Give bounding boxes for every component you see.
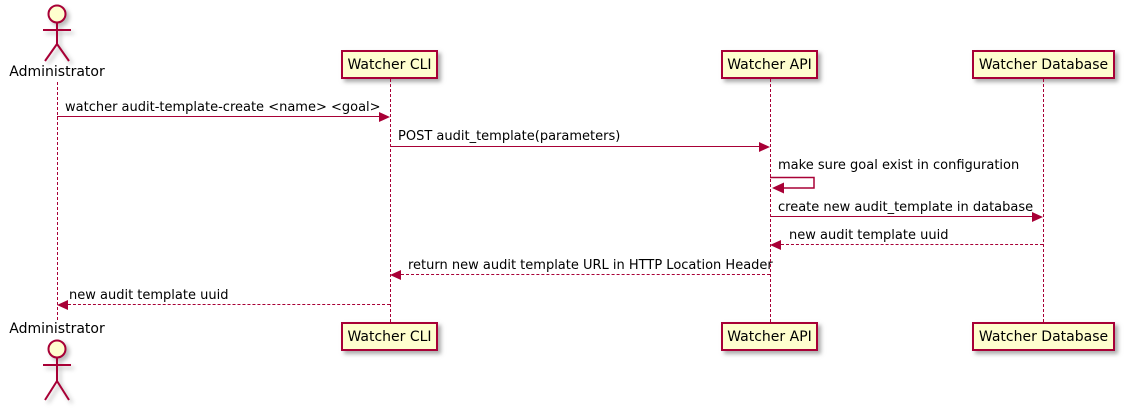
- participant-box-watcher-api-bottom: Watcher API: [721, 322, 818, 351]
- participant-box-watcher-database-top: Watcher Database: [972, 50, 1115, 79]
- message-4-arrowhead: [1032, 212, 1043, 222]
- participant-label: Watcher API: [727, 328, 812, 345]
- message-5-arrowhead: [770, 240, 781, 250]
- message-2-arrowhead: [759, 142, 770, 152]
- participant-box-watcher-api-top: Watcher API: [721, 50, 818, 79]
- message-4-label: create new audit_template in database: [778, 200, 1034, 215]
- message-5-line: [781, 244, 1043, 245]
- lifeline-watcher-cli: [390, 79, 391, 322]
- message-2-line: [390, 146, 759, 147]
- actor-name-bottom: Administrator: [9, 321, 105, 337]
- message-1-arrowhead: [379, 112, 390, 122]
- actor-icon-bottom: [43, 339, 71, 401]
- participant-label: Watcher CLI: [347, 56, 432, 73]
- participant-label: Watcher CLI: [347, 328, 432, 345]
- message-1-line: [57, 116, 379, 117]
- message-4-line: [770, 216, 1032, 217]
- message-7-label: new audit template uuid: [69, 288, 229, 303]
- message-7-arrowhead: [57, 300, 68, 310]
- message-3-label: make sure goal exist in configuration: [778, 158, 1020, 173]
- message-6-line: [401, 274, 770, 275]
- participant-label: Watcher Database: [978, 328, 1109, 345]
- participant-box-watcher-cli-top: Watcher CLI: [341, 50, 438, 79]
- message-5-label: new audit template uuid: [789, 228, 949, 243]
- message-3-self-loop: [770, 176, 815, 194]
- actor-icon-top: [43, 4, 71, 62]
- participant-label: Watcher Database: [978, 56, 1109, 73]
- lifeline-administrator: [57, 82, 58, 320]
- lifeline-watcher-api: [770, 79, 771, 322]
- actor-name-top: Administrator: [9, 64, 105, 80]
- message-2-label: POST audit_template(parameters): [398, 129, 621, 144]
- message-6-arrowhead: [390, 270, 401, 280]
- message-7-line: [68, 304, 390, 305]
- participant-box-watcher-cli-bottom: Watcher CLI: [341, 322, 438, 351]
- participant-box-watcher-database-bottom: Watcher Database: [972, 322, 1115, 351]
- message-6-label: return new audit template URL in HTTP Lo…: [408, 258, 773, 273]
- message-1-label: watcher audit-template-create <name> <go…: [65, 100, 381, 115]
- participant-label: Watcher API: [727, 56, 812, 73]
- lifeline-watcher-database: [1043, 79, 1044, 322]
